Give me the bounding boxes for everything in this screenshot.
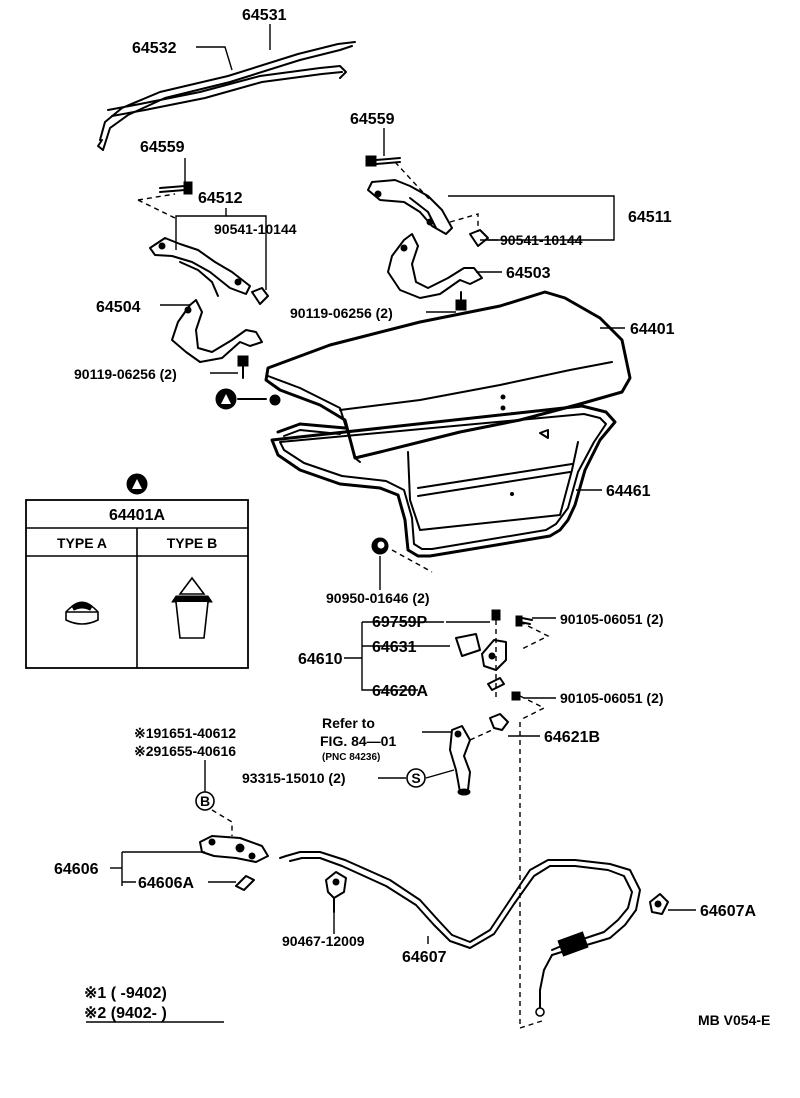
label-64512: 64512	[198, 190, 243, 207]
label-191651: ※191651-40612	[134, 725, 236, 741]
label-90950: 90950-01646 (2)	[326, 590, 430, 606]
left-hinge-bolt	[159, 181, 193, 195]
label-64511: 64511	[628, 209, 672, 226]
label-note2: ※2 (9402- )	[84, 1005, 167, 1022]
trunk-inner-panel	[407, 441, 579, 531]
right-hinge-arm	[387, 233, 483, 299]
bumper-cushion	[371, 537, 389, 555]
trunk-lid	[264, 290, 632, 463]
type-table: 64401A TYPE A TYPE B	[25, 473, 249, 669]
leader-64532	[196, 46, 233, 71]
table-col-a: TYPE A	[57, 535, 107, 551]
leader-64512	[175, 208, 227, 250]
label-90105-top: 90105-06051 (2)	[560, 611, 664, 627]
lock-cylinder	[449, 725, 471, 796]
label-90119-left: 90119-06256 (2)	[74, 366, 177, 382]
leader-93315	[378, 769, 455, 779]
label-refer-line2: FIG. 84—01	[320, 733, 396, 749]
label-64610: 64610	[298, 651, 343, 668]
label-90467: 90467-12009	[282, 933, 365, 949]
long-dash	[495, 620, 546, 1029]
torsion-bar-rods	[97, 41, 356, 151]
label-64532: 64532	[132, 40, 177, 57]
weatherstrip	[270, 404, 617, 558]
label-93315: 93315-15010 (2)	[242, 770, 346, 786]
label-64559-left: 64559	[140, 139, 185, 156]
label-64503: 64503	[506, 265, 551, 282]
label-64559-right: 64559	[350, 111, 395, 128]
right-hinge-dash	[394, 161, 479, 232]
left-hinge-lower-bolt	[237, 355, 249, 379]
b-marker-text: B	[200, 793, 210, 809]
right-hinge-bracket	[367, 179, 453, 235]
label-69759P: 69759P	[372, 614, 427, 631]
label-291655: ※291655-40616	[134, 743, 236, 759]
label-64504: 64504	[96, 299, 141, 316]
label-64607A: 64607A	[700, 903, 756, 920]
label-90105-bot: 90105-06051 (2)	[560, 690, 664, 706]
cushion-dash	[391, 549, 433, 573]
label-90541-left: 90541-10144	[214, 221, 297, 237]
label-64606A: 64606A	[138, 875, 194, 892]
label-64621B: 64621B	[544, 729, 600, 746]
cyl-dash	[469, 729, 493, 741]
left-hinge-bracket	[149, 237, 251, 297]
label-refer-line1: Refer to	[322, 715, 375, 731]
left-hinge-nut	[251, 287, 269, 305]
label-64401: 64401	[630, 321, 675, 338]
bracket-64606	[121, 851, 236, 886]
label-diagram-code: MB V054-E	[698, 1012, 770, 1028]
label-90119-right: 90119-06256 (2)	[290, 305, 393, 321]
type-a-clip	[65, 601, 99, 625]
triangle-marker-grommet	[215, 388, 281, 410]
label-64607: 64607	[402, 949, 447, 966]
label-64620A: 64620A	[372, 683, 428, 700]
b-dash	[211, 809, 233, 836]
label-64631: 64631	[372, 639, 417, 656]
b-marker: B	[195, 791, 215, 811]
latch-dash	[519, 621, 550, 721]
s-marker: S	[406, 768, 426, 788]
leader-90541-left	[226, 215, 267, 290]
latch-assembly	[455, 609, 533, 731]
label-64531: 64531	[242, 7, 287, 24]
type-b-clip	[171, 576, 213, 639]
label-64461: 64461	[606, 483, 651, 500]
table-title: 64401A	[109, 507, 165, 524]
label-note1: ※1 ( -9402)	[84, 985, 167, 1002]
right-hinge-lower-bolt	[455, 291, 467, 311]
s-marker-text: S	[411, 770, 420, 786]
label-refer-pnc: (PNC 84236)	[322, 752, 380, 763]
release-cable	[279, 851, 641, 1017]
left-bolt-dash	[137, 193, 176, 219]
bracket-64610	[361, 621, 450, 691]
cable-clamp-90467	[325, 871, 347, 913]
label-90541-right: 90541-10144	[500, 232, 583, 248]
cable-clip-64607A	[649, 893, 669, 915]
label-64606: 64606	[54, 861, 99, 878]
table-col-b: TYPE B	[167, 535, 218, 551]
right-hinge-bolt	[365, 155, 401, 167]
leader-64511	[448, 195, 615, 241]
release-lever	[199, 835, 269, 891]
right-hinge-nut	[469, 229, 489, 247]
left-hinge-arm	[171, 299, 263, 363]
